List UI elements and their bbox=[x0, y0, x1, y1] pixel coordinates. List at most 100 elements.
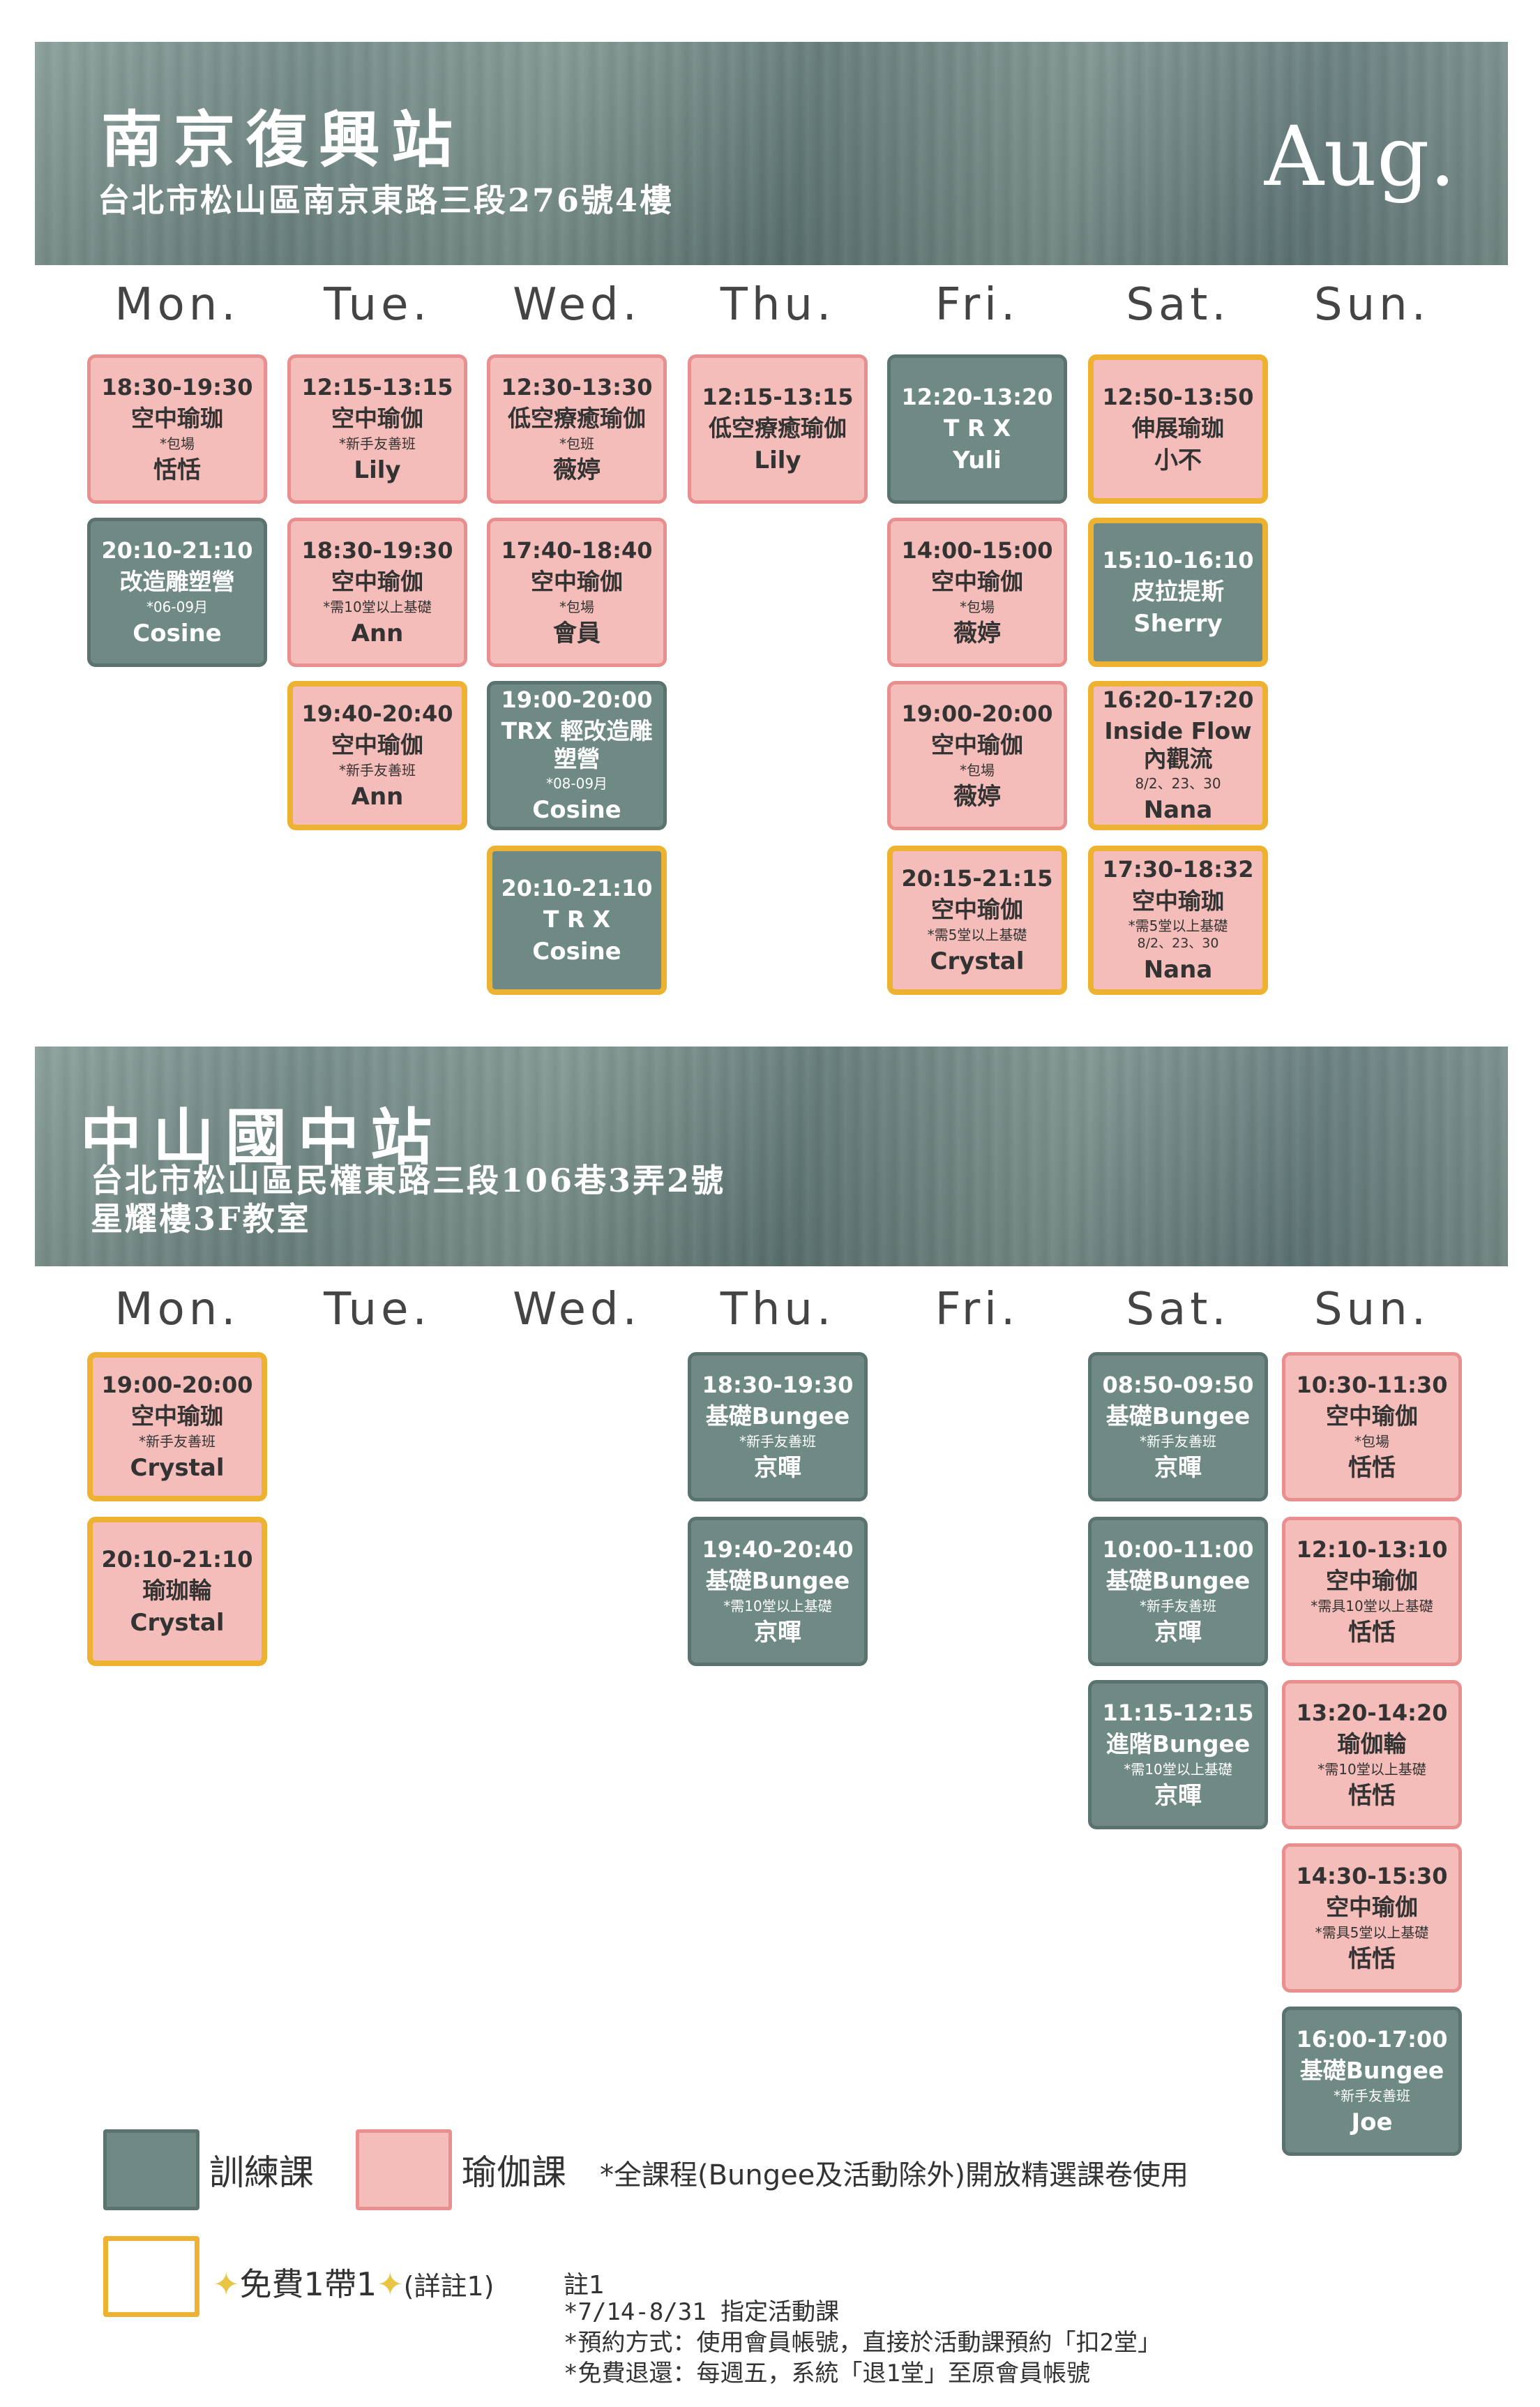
class-name: 基礎Bungee bbox=[1105, 1402, 1251, 1430]
class-teacher: 薇婷 bbox=[953, 619, 1001, 647]
section1-banner: 南京復興站 台北市松山區南京東路三段276號4樓 Aug. bbox=[35, 42, 1508, 265]
class-name: 空中瑜伽 bbox=[931, 568, 1023, 595]
class-time: 12:15-13:15 bbox=[702, 383, 854, 410]
legend-yoga-note: *全課程(Bungee及活動除外)開放精選課卷使用 bbox=[600, 2159, 1188, 2191]
class-name: 空中瑜伽 bbox=[331, 731, 423, 758]
month-label: Aug. bbox=[1264, 108, 1456, 204]
class-time: 16:20-17:20 bbox=[1102, 686, 1254, 713]
class-teacher: 薇婷 bbox=[953, 782, 1001, 811]
class-teacher: 小不 bbox=[1154, 446, 1202, 474]
class-teacher: Nana bbox=[1143, 955, 1213, 984]
class-teacher: 薇婷 bbox=[553, 456, 601, 484]
class-note: *包場 bbox=[160, 435, 195, 452]
class-name: Inside Flow 內觀流 bbox=[1104, 717, 1252, 772]
class-time: 14:00-15:00 bbox=[901, 537, 1053, 564]
class-teacher: 京暉 bbox=[1154, 1453, 1202, 1482]
class-name: 皮拉提斯 bbox=[1132, 578, 1224, 605]
class-card[interactable]: 14:00-15:00 空中瑜伽 *包場薇婷 bbox=[887, 518, 1067, 667]
class-name: 空中瑜伽 bbox=[331, 405, 423, 432]
class-time: 12:15-13:15 bbox=[301, 373, 453, 400]
class-name: 基礎Bungee bbox=[705, 1402, 850, 1430]
legend-free-swatch bbox=[103, 2236, 199, 2317]
section2-banner: 中山國中站 台北市松山區民權東路三段106巷3弄2號 星耀樓3F教室 bbox=[35, 1047, 1508, 1266]
class-teacher: Cosine bbox=[532, 796, 621, 825]
class-time: 12:20-13:20 bbox=[901, 383, 1053, 410]
legend-free-row: ✦免費1帶1✦(詳註1) bbox=[213, 2259, 494, 2305]
class-note: *新手友善班 bbox=[1334, 2087, 1410, 2104]
class-name: TRX 輕改造雕塑營 bbox=[501, 717, 653, 772]
class-teacher: 京暉 bbox=[754, 1618, 801, 1647]
section2-address-line2: 星耀樓3F教室 bbox=[91, 1200, 311, 1238]
day-header-mon: Mon. bbox=[114, 279, 240, 331]
class-note: *需10堂以上基礎 bbox=[323, 598, 432, 615]
class-time: 19:40-20:40 bbox=[702, 1536, 854, 1563]
class-name: 進階Bungee bbox=[1105, 1730, 1251, 1757]
class-note: *新手友善班 bbox=[1140, 1597, 1216, 1614]
class-teacher: 京暉 bbox=[1154, 1781, 1202, 1810]
class-teacher: Lily bbox=[754, 446, 801, 474]
class-time: 13:20-14:20 bbox=[1296, 1699, 1448, 1726]
class-time: 20:15-21:15 bbox=[901, 864, 1053, 892]
class-time: 19:00-20:00 bbox=[501, 686, 653, 713]
legend-train-swatch bbox=[103, 2129, 199, 2210]
class-note: *需10堂以上基礎 bbox=[1124, 1760, 1232, 1778]
class-time: 18:30-19:30 bbox=[702, 1371, 854, 1398]
class-note: 8/2、23、30 bbox=[1135, 775, 1221, 793]
class-name: 空中瑜伽 bbox=[531, 568, 623, 595]
class-teacher: 會員 bbox=[553, 619, 601, 647]
class-note: *需10堂以上基礎 bbox=[1318, 1760, 1426, 1778]
class-name: 空中瑜珈 bbox=[131, 405, 223, 432]
class-name: 基礎Bungee bbox=[705, 1567, 850, 1594]
class-time: 20:10-21:10 bbox=[101, 1545, 253, 1573]
class-name: 基礎Bungee bbox=[1299, 2057, 1444, 2084]
class-note: *需具5堂以上基礎 bbox=[1315, 1924, 1429, 1941]
class-time: 17:30-18:32 bbox=[1102, 856, 1254, 883]
class-teacher: Cosine bbox=[133, 619, 222, 647]
class-name: 基礎Bungee bbox=[1105, 1567, 1251, 1594]
day-header-wed: Wed. bbox=[513, 1284, 641, 1335]
day-header-thu: Thu. bbox=[720, 279, 836, 331]
class-card[interactable]: 19:40-20:40 基礎Bungee *需10堂以上基礎京暉 bbox=[688, 1517, 868, 1666]
class-note: *需10堂以上基礎 bbox=[723, 1597, 832, 1614]
day-header-tue: Tue. bbox=[324, 1284, 431, 1335]
class-name: 空中瑜伽 bbox=[1326, 1894, 1418, 1921]
class-teacher: 恬恬 bbox=[1348, 1618, 1396, 1647]
class-note: *包場 bbox=[960, 598, 995, 615]
legend-free-label: 免費1帶1 bbox=[239, 2265, 377, 2303]
class-teacher: Ann bbox=[351, 619, 404, 647]
class-teacher: Yuli bbox=[953, 446, 1002, 474]
class-time: 10:30-11:30 bbox=[1296, 1371, 1448, 1398]
class-name: 伸展瑜珈 bbox=[1132, 414, 1224, 442]
class-time: 14:30-15:30 bbox=[1296, 1862, 1448, 1889]
day-header-wed: Wed. bbox=[513, 279, 641, 331]
section2-address-line1: 台北市松山區民權東路三段106巷3弄2號 bbox=[91, 1162, 726, 1199]
